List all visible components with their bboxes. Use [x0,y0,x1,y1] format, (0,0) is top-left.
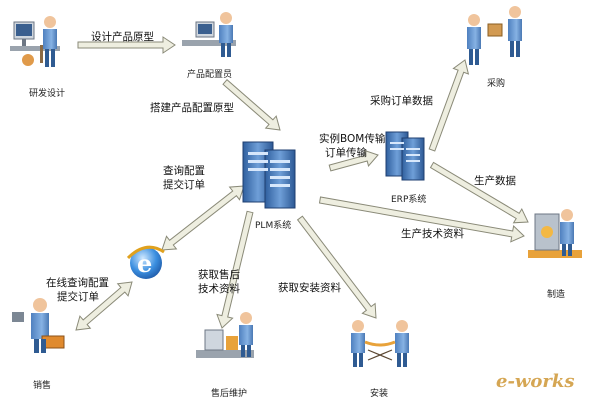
arrow-build-prototype [222,78,281,131]
edge-label-design-prototype: 设计产品原型 [91,31,154,43]
edge-label-build-prototype: 搭建产品配置原型 [150,102,234,114]
edge-label-after-line2: 技术资料 [198,283,240,295]
edge-label-query-line2: 提交订单 [163,179,205,191]
edge-label-query-line1: 查询配置 [163,165,205,177]
watermark-logo: e-works [496,371,575,392]
node-label-purchase: 采购 [487,79,506,89]
edge-label-online-line1: 在线查询配置 [46,277,109,289]
manufacture-icon [528,209,582,258]
edge-label-online-line2: 提交订单 [57,291,99,303]
arrow-plm-after-sales [216,210,254,329]
browser-icon: e [126,245,165,279]
arrow-browser-sales [75,281,133,331]
config-staff-icon [182,12,236,57]
arrow-plm-install [296,215,377,319]
edge-label-po-data: 采购订单数据 [370,95,433,107]
after-sales-icon [196,312,254,358]
sales-icon [12,298,65,353]
arrow-plm-browser [161,185,245,251]
node-label-erp: ERP系统 [391,195,427,205]
arrow-erp-to-manufacture [429,161,529,224]
node-label-sales: 销售 [33,381,52,391]
node-label-config-staff: 产品配置员 [187,70,233,80]
arrow-plm-to-erp [328,149,379,172]
edge-label-bom-line1: 实例BOM传输 [319,133,386,145]
arrow-erp-to-purchase [428,59,470,152]
edge-label-prod-data: 生产数据 [474,175,516,187]
install-icon [351,320,409,367]
node-label-rd-design: 研发设计 [29,89,66,99]
node-label-plm: PLM系统 [255,221,292,231]
arrow-design-prototype [77,36,176,54]
rd-design-icon [10,16,60,67]
svg-text:e: e [137,249,152,278]
node-label-install: 安装 [370,389,389,399]
plm-server-icon [242,141,296,209]
node-label-after-sales: 售后维护 [211,389,248,399]
node-label-manufacture: 制造 [547,290,566,300]
erp-server-icon [385,131,425,181]
edge-label-install-info: 获取安装资料 [278,282,341,294]
arrow-plm-to-manufacture [318,196,525,243]
edge-label-prod-tech: 生产技术资料 [401,228,464,240]
purchase-icon [467,6,522,65]
edge-label-bom-line2: 订单传输 [325,147,367,159]
edge-label-after-line1: 获取售后 [198,269,240,281]
